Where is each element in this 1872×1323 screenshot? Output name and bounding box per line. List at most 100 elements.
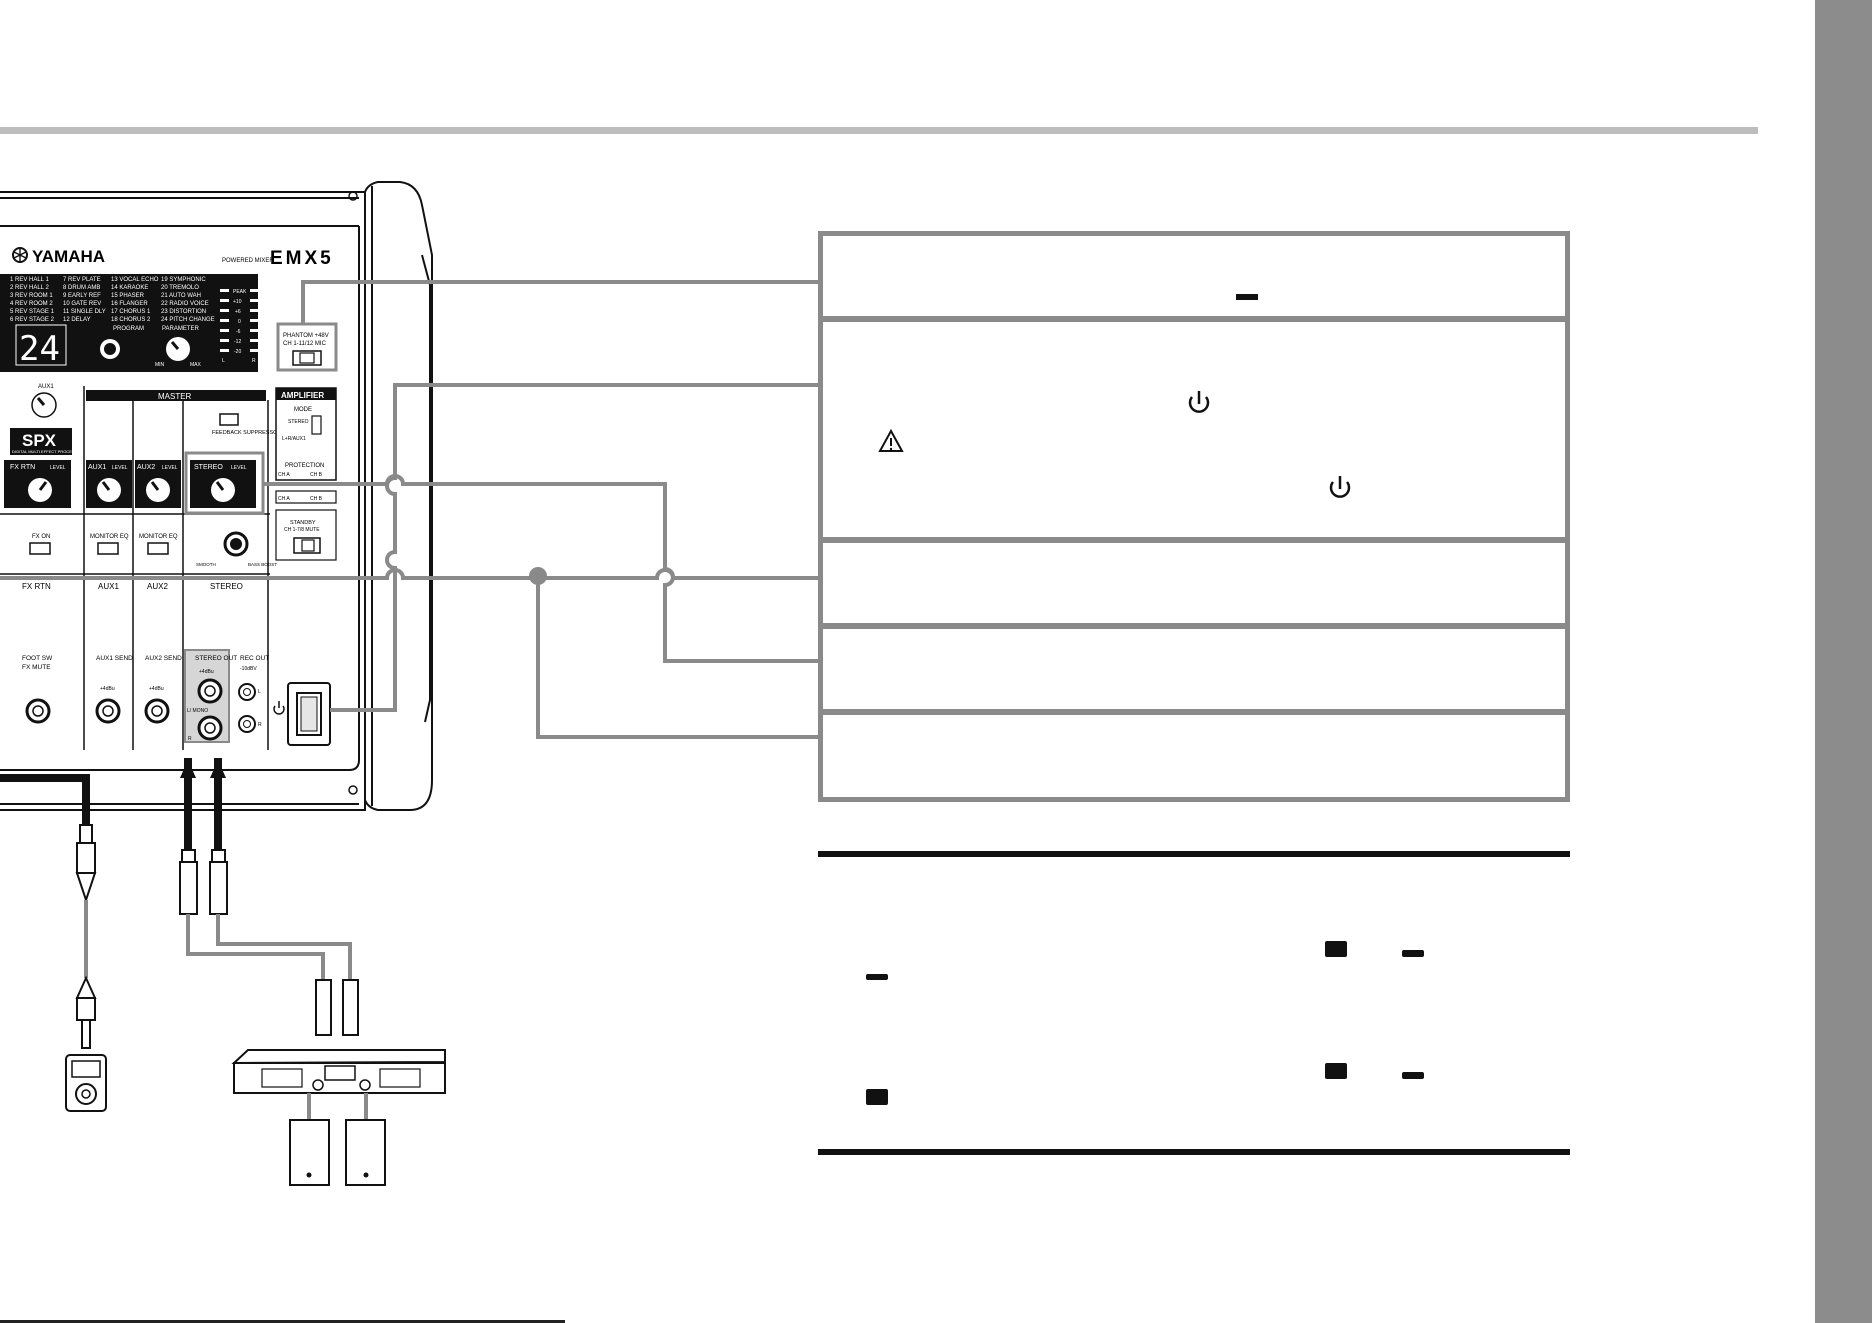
power-amplifier-icon — [231, 1049, 446, 1094]
switch-on-icon — [866, 1089, 888, 1105]
level-label: LEVEL — [162, 465, 178, 471]
effect-label: 21 AUTO WAH — [161, 293, 201, 299]
phantom-sub-label: CH 1-11/12 MIC — [283, 341, 327, 347]
spx-logo-icon — [10, 428, 72, 455]
leader-line-stereo-out — [536, 576, 820, 739]
switch-off-icon — [1236, 294, 1258, 300]
callout-box-power — [818, 317, 1570, 542]
effect-label: 1 REV HALL 1 — [10, 277, 49, 283]
plus4-label: +4dBu — [100, 686, 115, 692]
standby-sub-label: CH 1-7/8 MUTE — [284, 527, 320, 533]
meter-label: -12 — [234, 339, 241, 345]
feedback-suppressor-switch[interactable] — [219, 413, 239, 426]
mode-switch[interactable] — [311, 415, 322, 435]
standby-block — [275, 509, 337, 561]
effect-label: 20 TREMOLO — [161, 285, 199, 291]
speaker-icon — [289, 1119, 330, 1186]
meter-label: 0 — [238, 319, 241, 325]
aux1-level-label: AUX1 — [88, 464, 106, 471]
effect-label: 17 CHORUS 1 — [111, 309, 151, 315]
parameter-label: PARAMETER — [162, 326, 200, 332]
brand-text: YAMAHA — [32, 247, 105, 266]
powered-mixer-caption: POWERED MIXER — [222, 258, 274, 264]
rec-l-label: L — [258, 689, 261, 695]
r-jack-label: R — [188, 736, 192, 742]
foot-sw-label: FOOT SW — [22, 655, 53, 662]
effect-label: 15 PHASER — [111, 293, 145, 299]
speaker-icon — [345, 1119, 386, 1186]
parameter-max-label: MAX — [190, 362, 202, 368]
meter-label: +10 — [233, 299, 242, 305]
mode-lr-label: L+R/AUX1 — [282, 436, 306, 442]
mode-stereo-label: STEREO — [288, 419, 309, 425]
meter-label: -20 — [234, 349, 241, 355]
side-tab — [1815, 0, 1872, 1323]
rec-r-label: R — [258, 722, 262, 728]
aux1-monitor-eq-switch[interactable] — [97, 542, 119, 555]
meter-label: PEAK — [233, 289, 247, 295]
fx-rtn-column-label: FX RTN — [22, 582, 51, 591]
effect-label: 14 KARAOKE — [111, 285, 148, 291]
meter-label: -6 — [236, 329, 241, 335]
meter-lr-label: R — [252, 358, 256, 364]
effect-label: 24 PITCH CHANGE — [161, 317, 215, 323]
effect-label: 11 SINGLE DLY — [63, 309, 106, 315]
rec-out-level: -10dBV — [240, 666, 257, 672]
aux2-monitor-eq-switch[interactable] — [147, 542, 169, 555]
power-on-icon — [1188, 391, 1210, 413]
effect-label: 22 RADIO VOICE — [161, 301, 209, 307]
switch-on-icon — [1325, 941, 1347, 957]
amplifier-label: AMPLIFIER — [281, 391, 324, 400]
callout-box-stereo-out — [818, 710, 1570, 802]
effect-label: 13 VOCAL ECHO — [111, 277, 159, 283]
stereo-out-level: +4dBu — [199, 669, 214, 675]
bass-boost-label: BASS BOOST — [248, 562, 277, 567]
switch-off-icon — [1402, 950, 1424, 957]
effect-label: 3 REV ROOM 1 — [10, 293, 53, 299]
warning-icon — [878, 428, 904, 452]
phone-plug-icon — [75, 975, 97, 1049]
ch-b-label: CH B — [310, 496, 323, 502]
program-label: PROGRAM — [113, 326, 144, 332]
clip-indicator-row — [275, 490, 337, 504]
meter-label: +6 — [235, 309, 241, 315]
level-meter: PEAK +10 +6 0 -6 -12 -20 L R — [220, 289, 258, 364]
monitor-eq-label: MONITOR EQ — [90, 534, 129, 540]
rec-out-label: REC OUT — [240, 655, 269, 662]
spx-sub-text: DIGITAL MULTI EFFECT PROCESSOR — [12, 449, 83, 454]
switch-on-icon — [1325, 1063, 1347, 1079]
switch-off-icon — [866, 974, 888, 980]
arrow-icon — [180, 760, 196, 778]
effect-label: 7 REV PLATE — [63, 277, 101, 283]
power-on-icon — [1329, 476, 1351, 498]
fx-on-switch[interactable] — [29, 542, 51, 555]
stereo-column-label: STEREO — [210, 582, 243, 591]
effect-label: 6 REV STAGE 2 — [10, 317, 55, 323]
stereo-level-label: STEREO — [194, 464, 223, 471]
protection-label: PROTECTION — [285, 463, 324, 469]
effect-label: 5 REV STAGE 1 — [10, 309, 55, 315]
fx-rtn-level-label: FX RTN — [10, 464, 35, 471]
spx-logo-text: SPX — [22, 431, 57, 450]
aux1-knob-label: AUX1 — [38, 384, 54, 390]
effect-label: 19 SYMPHONIC — [161, 277, 206, 283]
effect-label: 12 DELAY — [63, 317, 91, 323]
top-rule — [0, 127, 1758, 134]
mixer-outline — [0, 181, 433, 811]
feedback-label: FEEDBACK SUPPRESSOR — [212, 430, 281, 436]
phone-plug-icon — [315, 979, 359, 1036]
l-mono-label: L/ MONO — [187, 708, 208, 714]
program-display — [15, 324, 67, 366]
power-symbol-icon — [273, 701, 285, 715]
screw-icon — [348, 191, 358, 201]
effect-label: 10 GATE REV — [63, 301, 101, 307]
effect-label: 18 CHORUS 2 — [111, 317, 151, 323]
screw-icon — [348, 785, 358, 795]
aux1-column-label: AUX1 — [98, 582, 119, 591]
note-top-rule — [818, 851, 1570, 857]
standby-label: STANDBY — [290, 520, 316, 526]
parameter-min-label: MIN — [155, 362, 165, 368]
bottom-rule — [0, 1320, 565, 1323]
effect-label: 9 EARLY REF — [63, 293, 101, 299]
